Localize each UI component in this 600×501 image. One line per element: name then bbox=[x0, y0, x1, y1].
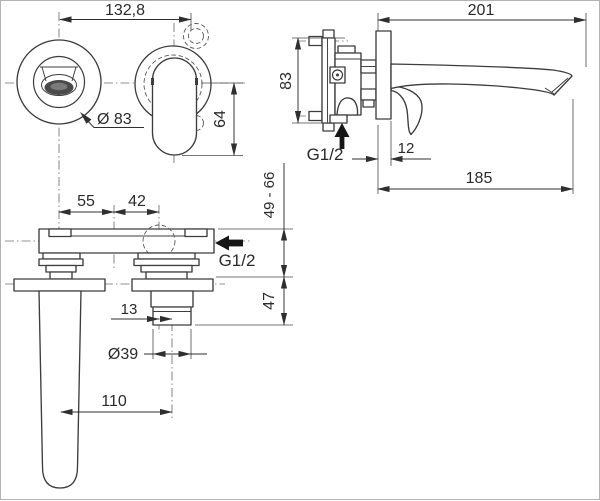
connector-lower-step bbox=[362, 99, 375, 108]
plan-view: G1/2 55 42 49 - 66 47 13 Ø39 110 bbox=[5, 163, 293, 489]
spout-outlet-rim bbox=[41, 74, 77, 96]
spout-union-ring-2 bbox=[38, 258, 84, 267]
dim-fixing-to-cartridge-label: 42 bbox=[128, 193, 146, 210]
dim-body-height-label: 83 bbox=[278, 72, 295, 90]
hidden-fixing-outer bbox=[183, 23, 209, 49]
dim-installation-depth-label: 49 - 66 bbox=[261, 172, 278, 219]
valve-union-ring-1 bbox=[137, 252, 196, 260]
dim-plate-thickness-label: 12 bbox=[398, 140, 415, 157]
hidden-fixing-inner bbox=[188, 28, 204, 44]
inlet-flow-arrow-shaft bbox=[339, 137, 345, 149]
fixing-screw-center bbox=[336, 73, 339, 77]
outlet-flow-arrow-shaft bbox=[229, 239, 243, 247]
valve-neck bbox=[145, 271, 188, 280]
connector-body-lower bbox=[152, 306, 192, 326]
connector-lower bbox=[360, 88, 377, 101]
body-foot bbox=[329, 114, 348, 124]
fixing-screw bbox=[331, 69, 344, 81]
outlet-flow-arrow-icon bbox=[215, 235, 229, 251]
spout-tube-plan bbox=[38, 290, 82, 489]
spout-tip-edge bbox=[551, 77, 569, 93]
dim-spout-to-fixing-label: 55 bbox=[77, 193, 95, 210]
outlet-elbow bbox=[336, 97, 359, 116]
dim-handle-height-label: 64 bbox=[212, 110, 229, 128]
dim-inlet-thread-label: G1/2 bbox=[307, 145, 344, 164]
pipe-stub-bottom bbox=[308, 110, 323, 122]
valve-flange-edge bbox=[131, 278, 214, 292]
dim-connector-diameter-label: Ø39 bbox=[108, 346, 138, 363]
side-view: 201 83 G1/2 12 185 bbox=[278, 2, 587, 194]
dim-depth-below-wall-label: 47 bbox=[261, 292, 278, 310]
aerator-face-line bbox=[544, 87, 556, 95]
dim-escutcheon-diameter-label: Ø 83 bbox=[97, 111, 132, 128]
dim-total-projection-label: 201 bbox=[468, 2, 495, 19]
body-top-step bbox=[337, 45, 356, 54]
spout-escutcheon-inner bbox=[32, 55, 86, 109]
aerator-inner bbox=[50, 82, 68, 91]
leader-arrow-diameter-83 bbox=[80, 112, 92, 124]
spout-union-ring-1 bbox=[42, 252, 81, 260]
dim-front-width-label: 132,8 bbox=[105, 2, 145, 19]
spout-neck bbox=[49, 271, 73, 280]
spout-union-ring-3 bbox=[45, 264, 77, 273]
mounting-tab-bottom bbox=[322, 122, 335, 132]
spout-flange-edge bbox=[13, 278, 106, 292]
dim-axis-distance-label: 110 bbox=[101, 393, 127, 410]
inlet-flow-arrow-icon bbox=[334, 123, 350, 137]
bracket-slot-left bbox=[48, 228, 72, 238]
mounting-tab-top bbox=[322, 29, 335, 39]
front-view: 132,8 64 Ø 83 bbox=[5, 2, 248, 479]
valve-union-ring-2 bbox=[133, 258, 200, 267]
lever-handle-front bbox=[151, 57, 198, 156]
connector-body-upper bbox=[150, 290, 194, 308]
valve-union-ring-3 bbox=[140, 264, 193, 273]
lever-handle-side bbox=[390, 85, 423, 136]
spout-side bbox=[390, 63, 573, 96]
wall-plate-side bbox=[375, 30, 392, 120]
bracket-slot-right bbox=[184, 228, 208, 238]
dim-spout-projection-label: 185 bbox=[466, 170, 493, 187]
dim-outlet-thread-label: G1/2 bbox=[219, 251, 256, 270]
dim-axis-offset-label: 13 bbox=[121, 301, 138, 318]
